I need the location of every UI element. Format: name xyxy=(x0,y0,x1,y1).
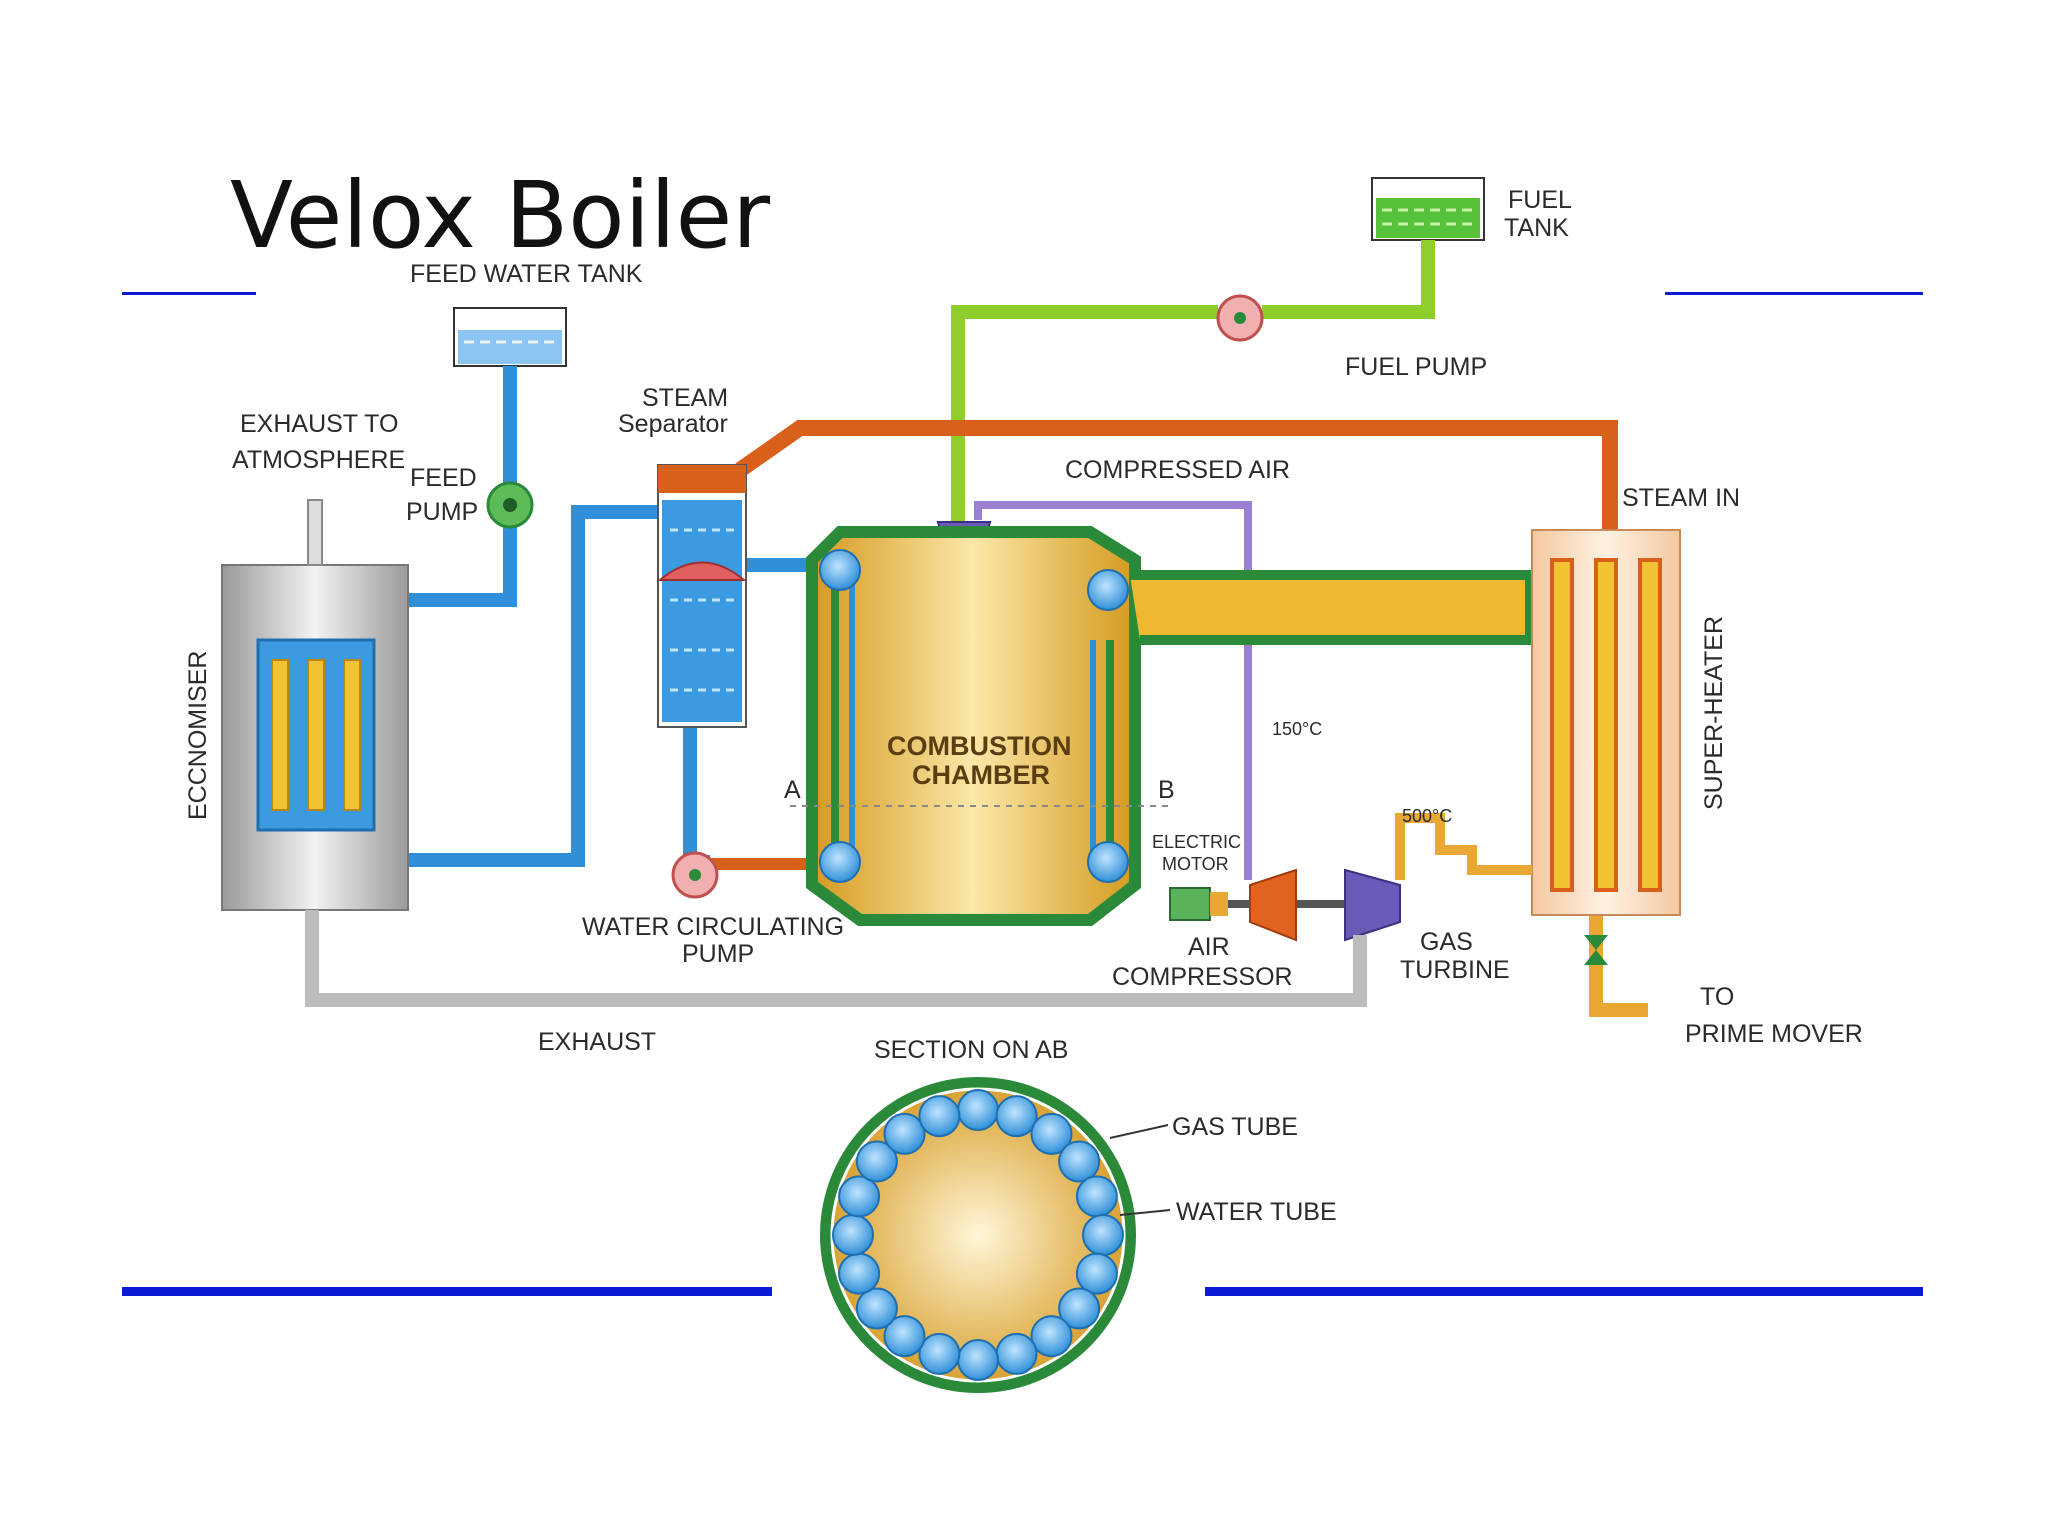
economiser-to-separator-line xyxy=(320,505,665,867)
water-tube xyxy=(918,1095,961,1138)
water-tube xyxy=(883,1112,926,1155)
steam-separator-label-line2: Separator xyxy=(618,410,728,438)
water-tube-leader xyxy=(1119,1209,1171,1216)
electric-motor xyxy=(1169,887,1228,921)
steam-line xyxy=(735,420,1618,530)
exhaust-line xyxy=(305,910,1367,1007)
water-tube xyxy=(1058,1287,1101,1330)
to-prime-mover-label-line1: TO xyxy=(1700,983,1734,1011)
water-tube xyxy=(918,1332,961,1375)
temp-150-label: 150°C xyxy=(1272,719,1322,739)
air-compressor-label-line2: COMPRESSOR xyxy=(1112,963,1293,991)
water-tube xyxy=(957,1089,999,1131)
compressed-air-label: COMPRESSED AIR xyxy=(1065,456,1290,484)
steam-separator-label-line1: STEAM xyxy=(642,384,728,412)
water-tube xyxy=(995,1095,1038,1138)
section-point-a: A xyxy=(784,776,801,804)
superheater-outlet xyxy=(1589,900,1648,1017)
exhaust-to-atmosphere-label-line1: EXHAUST TO xyxy=(240,410,398,438)
fuel-tank xyxy=(1371,177,1485,241)
electric-motor-label-line2: MOTOR xyxy=(1162,854,1229,874)
top-rule-right xyxy=(1665,292,1923,295)
water-tube xyxy=(1030,1315,1073,1358)
combustion-chamber-label-line1: COMBUSTION xyxy=(887,731,1072,761)
outlet-valve xyxy=(1584,935,1608,965)
feed-pump xyxy=(486,481,534,529)
gas-turbine-label-line2: TURBINE xyxy=(1400,956,1510,984)
steam-in-label: STEAM IN xyxy=(1622,484,1740,512)
electric-motor-label-line1: ELECTRIC xyxy=(1152,832,1241,852)
fuel-line xyxy=(951,240,1435,530)
water-circulating-pump-label-line2: PUMP xyxy=(682,940,754,968)
fuel-pump xyxy=(1216,294,1264,342)
slide-title: Velox Boiler xyxy=(230,162,771,269)
water-tube xyxy=(1030,1112,1073,1155)
exhaust-to-atmosphere-label-line2: ATMOSPHERE xyxy=(232,446,405,474)
super-heater xyxy=(1531,529,1681,916)
water-tube xyxy=(855,1287,898,1330)
combustion-chamber-label-line2: CHAMBER xyxy=(912,760,1050,790)
super-heater-label: SUPER-HEATER xyxy=(1700,616,1728,810)
section-on-ab-label: SECTION ON AB xyxy=(874,1036,1068,1064)
economiser-label: ECCNOMISER xyxy=(184,651,212,820)
fuel-pump-label: FUEL PUMP xyxy=(1345,353,1487,381)
gas-tube-leader xyxy=(1109,1124,1169,1139)
feed-pump-label-line1: FEED xyxy=(410,464,477,492)
water-circulating-pump-label-line1: WATER CIRCULATING xyxy=(582,913,844,941)
bottom-rule-right xyxy=(1205,1287,1923,1296)
fuel-tank-label-line1: FUEL xyxy=(1508,186,1572,214)
water-tube xyxy=(1058,1140,1101,1183)
water-tube xyxy=(855,1140,898,1183)
water-tube xyxy=(838,1252,881,1295)
water-tube xyxy=(1082,1214,1124,1256)
exhaust-label: EXHAUST xyxy=(538,1028,656,1056)
economiser xyxy=(221,499,409,911)
tube-ring xyxy=(832,1089,1124,1381)
water-tube xyxy=(1075,1252,1118,1295)
separator-to-pump-line xyxy=(683,722,710,869)
gas-turbine xyxy=(1344,868,1401,942)
turbine-gas-line xyxy=(1395,813,1532,880)
water-tube xyxy=(838,1175,881,1218)
fuel-tank-label-line2: TANK xyxy=(1504,214,1569,242)
feed-water-tank-label: FEED WATER TANK xyxy=(410,260,643,288)
steam-separator xyxy=(657,464,747,728)
water-circulating-pump xyxy=(671,851,719,899)
compressed-air-line xyxy=(974,501,1252,880)
water-tube xyxy=(832,1214,874,1256)
air-compressor-label-line1: AIR xyxy=(1188,933,1230,961)
water-tube xyxy=(995,1332,1038,1375)
water-tube xyxy=(1075,1175,1118,1218)
water-tube xyxy=(883,1315,926,1358)
water-tube xyxy=(957,1339,999,1381)
feed-pump-label-line2: PUMP xyxy=(406,498,478,526)
air-compressor xyxy=(1249,868,1297,942)
hot-gas-duct xyxy=(1130,570,1535,645)
to-prime-mover-label-line2: PRIME MOVER xyxy=(1685,1020,1863,1048)
top-rule-left xyxy=(122,292,256,295)
feed-water-tank xyxy=(453,307,567,367)
section-on-ab xyxy=(820,1077,1136,1393)
section-point-b: B xyxy=(1158,776,1175,804)
combustion-chamber xyxy=(790,526,1170,926)
gas-tube-label: GAS TUBE xyxy=(1172,1113,1298,1141)
gas-turbine-label-line1: GAS xyxy=(1420,928,1473,956)
water-tube-label: WATER TUBE xyxy=(1176,1198,1337,1226)
temp-500-label: 500°C xyxy=(1402,806,1452,826)
bottom-rule-left xyxy=(122,1287,772,1296)
